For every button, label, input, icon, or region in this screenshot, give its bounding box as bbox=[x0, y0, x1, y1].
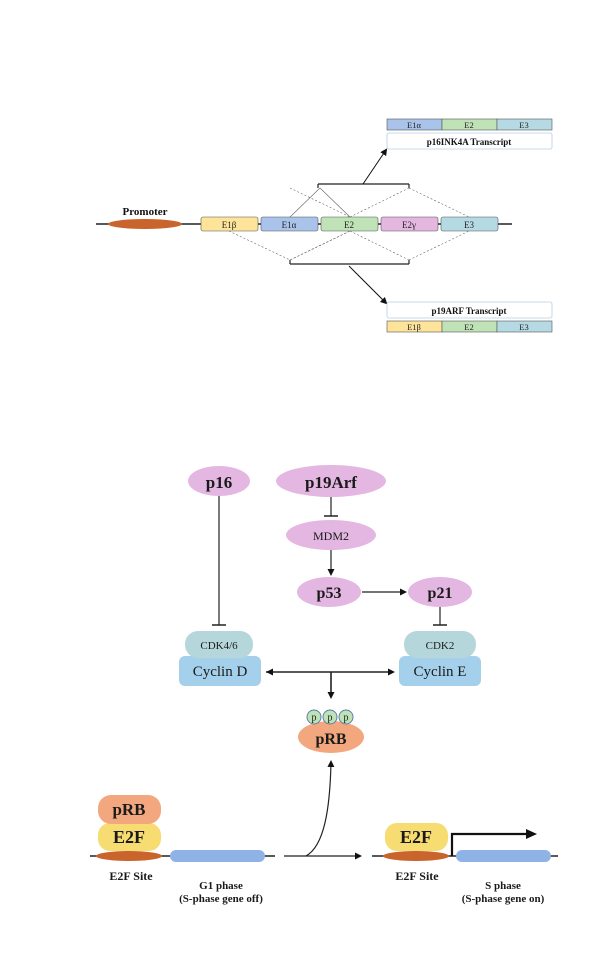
p53-ellipse bbox=[297, 577, 361, 607]
node-prb-phosphorylated: pRB p p p bbox=[298, 709, 364, 753]
gene-structure: Promoter E1β E1α E2 E2γ E3 bbox=[96, 118, 553, 333]
g1-phase-label: G1 phase bbox=[199, 880, 243, 892]
cdk46-box bbox=[185, 631, 253, 658]
p16-exon3-box bbox=[496, 118, 553, 131]
exon-e2: E2 bbox=[320, 216, 379, 232]
phospho-circle-3 bbox=[338, 709, 354, 725]
exon-e1a-box bbox=[260, 216, 319, 232]
p19-transcript-label: p19ARF Transcript bbox=[431, 306, 506, 316]
p16-transcript-label: p16INK4A Transcript bbox=[427, 137, 511, 147]
g1-phase-note: (S-phase gene off) bbox=[179, 893, 263, 905]
cyclin-d-label: Cyclin D bbox=[193, 664, 248, 680]
transcription-arrowhead bbox=[526, 829, 537, 839]
p19-exon1-label: E1β bbox=[407, 322, 421, 332]
p21-ellipse bbox=[408, 577, 472, 607]
s-e2f-box bbox=[385, 823, 448, 851]
cyclin-crosstalk-left-head bbox=[266, 668, 273, 676]
p19arf-ellipse bbox=[276, 465, 386, 497]
p19-transcript-arrow bbox=[348, 265, 388, 305]
cdk2-box bbox=[404, 631, 476, 658]
p19arf-label: p19Arf bbox=[305, 473, 357, 492]
cyclin-e-box bbox=[399, 656, 481, 686]
p16-label: p16 bbox=[206, 473, 232, 492]
p16-exon2-label: E2 bbox=[464, 120, 473, 130]
phospho-label-2: p bbox=[328, 713, 333, 724]
p16-splice-lines bbox=[289, 183, 470, 218]
s-phase-label: S phase bbox=[485, 880, 521, 892]
s-phase-note: (S-phase gene on) bbox=[462, 893, 545, 905]
node-p53: p53 bbox=[297, 577, 361, 607]
node-p16: p16 bbox=[188, 466, 250, 496]
prb-release-arrow bbox=[305, 760, 335, 857]
exon-e3-label: E3 bbox=[464, 220, 474, 230]
exon-e2g-box bbox=[380, 216, 439, 232]
phospho-label-3: p bbox=[344, 713, 349, 724]
mdm2-label: MDM2 bbox=[313, 529, 349, 543]
g1-e2f-box bbox=[98, 823, 161, 851]
cyclin-e-label: Cyclin E bbox=[414, 664, 467, 680]
cdk2-label: CDK2 bbox=[426, 640, 455, 652]
p16-exon3-label: E3 bbox=[519, 120, 528, 130]
g1-prb-box bbox=[98, 795, 161, 824]
g1-gene-bar bbox=[170, 850, 265, 862]
exon-e1a-label: E1α bbox=[282, 220, 297, 230]
p16-transcript-arrow bbox=[362, 148, 388, 185]
promoter-label: Promoter bbox=[123, 206, 168, 218]
prb-phos-ellipse bbox=[298, 721, 364, 753]
cell-cycle-pathway: p16 p19Arf MDM2 p53 p21 bbox=[179, 465, 481, 753]
exon-e3: E3 bbox=[440, 216, 499, 232]
exon-e1b-label: E1β bbox=[222, 220, 237, 230]
exon-e2g-label: E2γ bbox=[402, 220, 416, 230]
s-e2f-site bbox=[383, 851, 449, 861]
promoter-states: E2F pRB E2F Site G1 phase (S-phase gene … bbox=[90, 760, 558, 905]
node-mdm2: MDM2 bbox=[286, 520, 376, 550]
p19-exon3-label: E3 bbox=[519, 322, 528, 332]
mdm2-ellipse bbox=[286, 520, 376, 550]
node-p21: p21 bbox=[408, 577, 472, 607]
s-state: E2F E2F Site S phase (S-phase gene on) bbox=[372, 823, 558, 905]
g1-e2f-label: E2F bbox=[113, 827, 145, 847]
p19-exon3-box bbox=[496, 320, 553, 333]
exon-e2-label: E2 bbox=[344, 220, 354, 230]
exon-e3-box bbox=[440, 216, 499, 232]
cyclin-d-box bbox=[179, 656, 261, 686]
exon-e1a: E1α bbox=[260, 216, 319, 232]
phospho-label-1: p bbox=[312, 713, 317, 724]
cdk46-label: CDK4/6 bbox=[200, 640, 238, 652]
p16-transcript: E1α E2 E3 p16INK4A Transcript bbox=[386, 118, 553, 150]
g1-e2f-site bbox=[96, 851, 162, 861]
p19-transcript-label-box bbox=[386, 301, 553, 319]
exon-e1b: E1β bbox=[200, 216, 259, 232]
p16-transcript-label-box bbox=[386, 132, 553, 150]
s-gene-bar bbox=[456, 850, 551, 862]
phospho-circle-1 bbox=[306, 709, 322, 725]
g1-state: E2F pRB E2F Site G1 phase (S-phase gene … bbox=[90, 795, 275, 905]
exon-e2g: E2γ bbox=[380, 216, 439, 232]
p53-label: p53 bbox=[317, 585, 342, 602]
p19-exon2-label: E2 bbox=[464, 322, 473, 332]
transcription-start-arrow bbox=[450, 832, 530, 856]
phospho-circle-2 bbox=[322, 709, 338, 725]
complex-cdk2-cyclin-e: Cyclin E CDK2 bbox=[399, 631, 481, 686]
p19-splice-lines bbox=[228, 230, 470, 265]
g1-site-label: E2F Site bbox=[109, 869, 153, 883]
s-site-label: E2F Site bbox=[395, 869, 439, 883]
complex-cdk46-cyclin-d: Cyclin D CDK4/6 bbox=[179, 631, 261, 686]
s-e2f-label: E2F bbox=[400, 827, 432, 847]
p16-ellipse bbox=[188, 466, 250, 496]
g1-prb-label: pRB bbox=[112, 800, 145, 819]
promoter-ellipse bbox=[108, 219, 182, 229]
prb-phos-label: pRB bbox=[315, 731, 346, 748]
node-p19arf: p19Arf bbox=[276, 465, 386, 497]
p19-transcript: p19ARF Transcript E1β E2 E3 bbox=[386, 301, 553, 333]
p16-exon1-label: E1α bbox=[407, 120, 421, 130]
p21-label: p21 bbox=[428, 585, 453, 602]
